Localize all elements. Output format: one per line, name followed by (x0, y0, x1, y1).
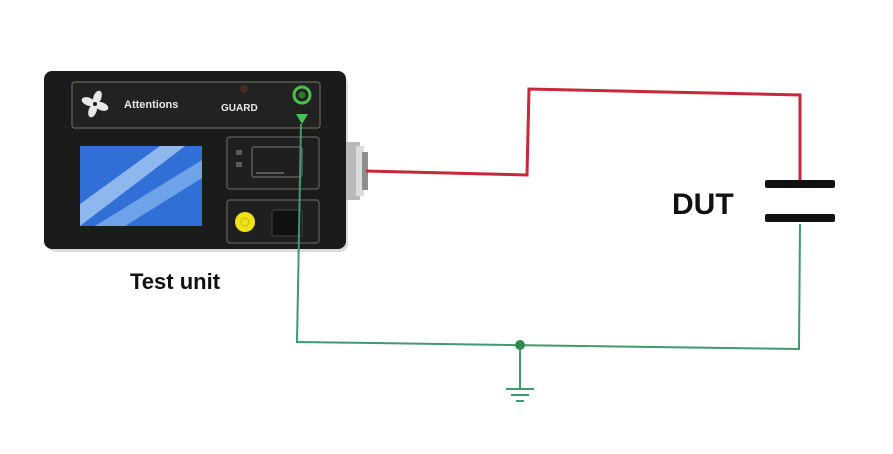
guard-led (240, 85, 248, 93)
ground-symbol-icon (506, 388, 534, 402)
output-connector (346, 142, 368, 200)
display-screen (80, 146, 202, 226)
test-unit-caption: Test unit (130, 269, 221, 294)
test-unit-device: Attentions GUARD (44, 71, 368, 252)
capacitor-symbol (765, 180, 835, 222)
signal-wire (365, 87, 802, 181)
fan-logo-icon (81, 90, 109, 118)
ground-junction-node (515, 340, 525, 350)
measure-panel (226, 136, 320, 190)
guard-wire (295, 123, 801, 351)
indicator-panel (226, 199, 320, 244)
brand-label: Attentions (124, 99, 178, 111)
device-top-panel (71, 81, 321, 129)
yellow-indicator-light (235, 212, 255, 232)
power-switch (271, 209, 303, 237)
dut-label: DUT (672, 188, 734, 221)
guard-terminal (292, 85, 312, 124)
guard-label: GUARD (221, 103, 258, 114)
